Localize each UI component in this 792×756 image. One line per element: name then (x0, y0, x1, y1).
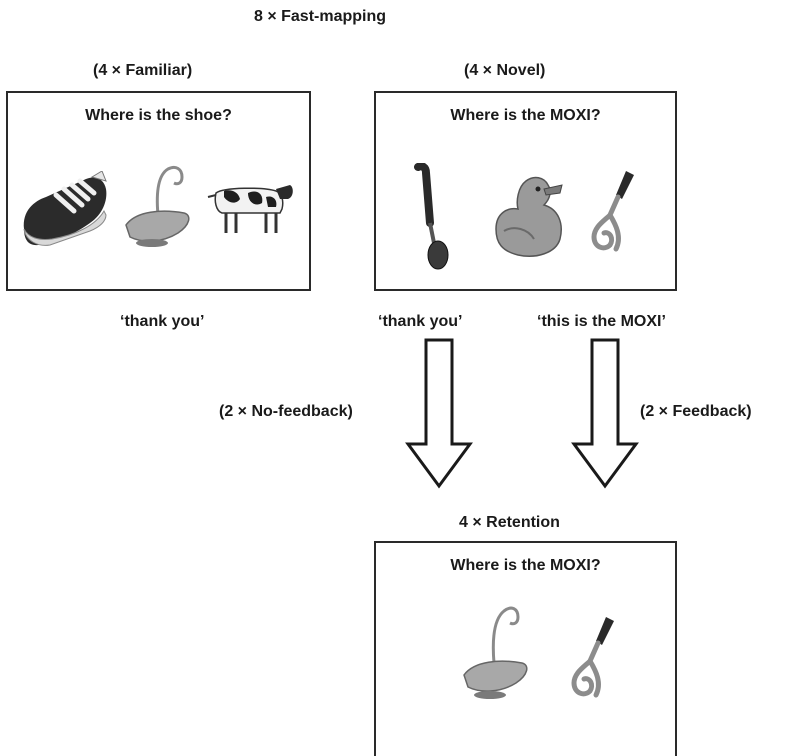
familiar-response-text: ‘thank you’ (120, 313, 205, 330)
feedback-label: (2 × Feedback) (640, 403, 752, 420)
cow-image (207, 185, 293, 233)
familiar-condition-label: (4 × Familiar) (93, 62, 193, 79)
retention-trial-panel: Where is the MOXI? (374, 541, 677, 756)
spoon-image (414, 163, 449, 270)
novel-prompt: Where is the MOXI? (450, 107, 601, 124)
shoe-image (23, 171, 107, 246)
feedback-arrow (571, 338, 639, 489)
no-feedback-arrow (405, 338, 473, 489)
retention-twisted-object-image (571, 617, 614, 698)
novel-trial-panel: Where is the MOXI? (374, 91, 677, 291)
retention-title: 4 × Retention (459, 514, 560, 531)
twisted-object-image (591, 171, 634, 252)
familiar-prompt: Where is the shoe? (85, 107, 232, 124)
no-feedback-label: (2 × No-feedback) (219, 403, 353, 420)
novel-nofeedback-response-text: ‘thank you’ (378, 313, 463, 330)
novel-condition-label: (4 × Novel) (464, 62, 546, 79)
duck-image (495, 176, 563, 257)
diagram-title: 8 × Fast-mapping (254, 8, 387, 25)
familiar-trial-panel: Where is the shoe? (6, 91, 311, 291)
novel-feedback-response-text: ‘this is the MOXI’ (537, 313, 666, 330)
retention-prompt: Where is the MOXI? (450, 557, 601, 574)
bird-object-image (125, 165, 190, 247)
retention-bird-object-image (463, 606, 528, 699)
